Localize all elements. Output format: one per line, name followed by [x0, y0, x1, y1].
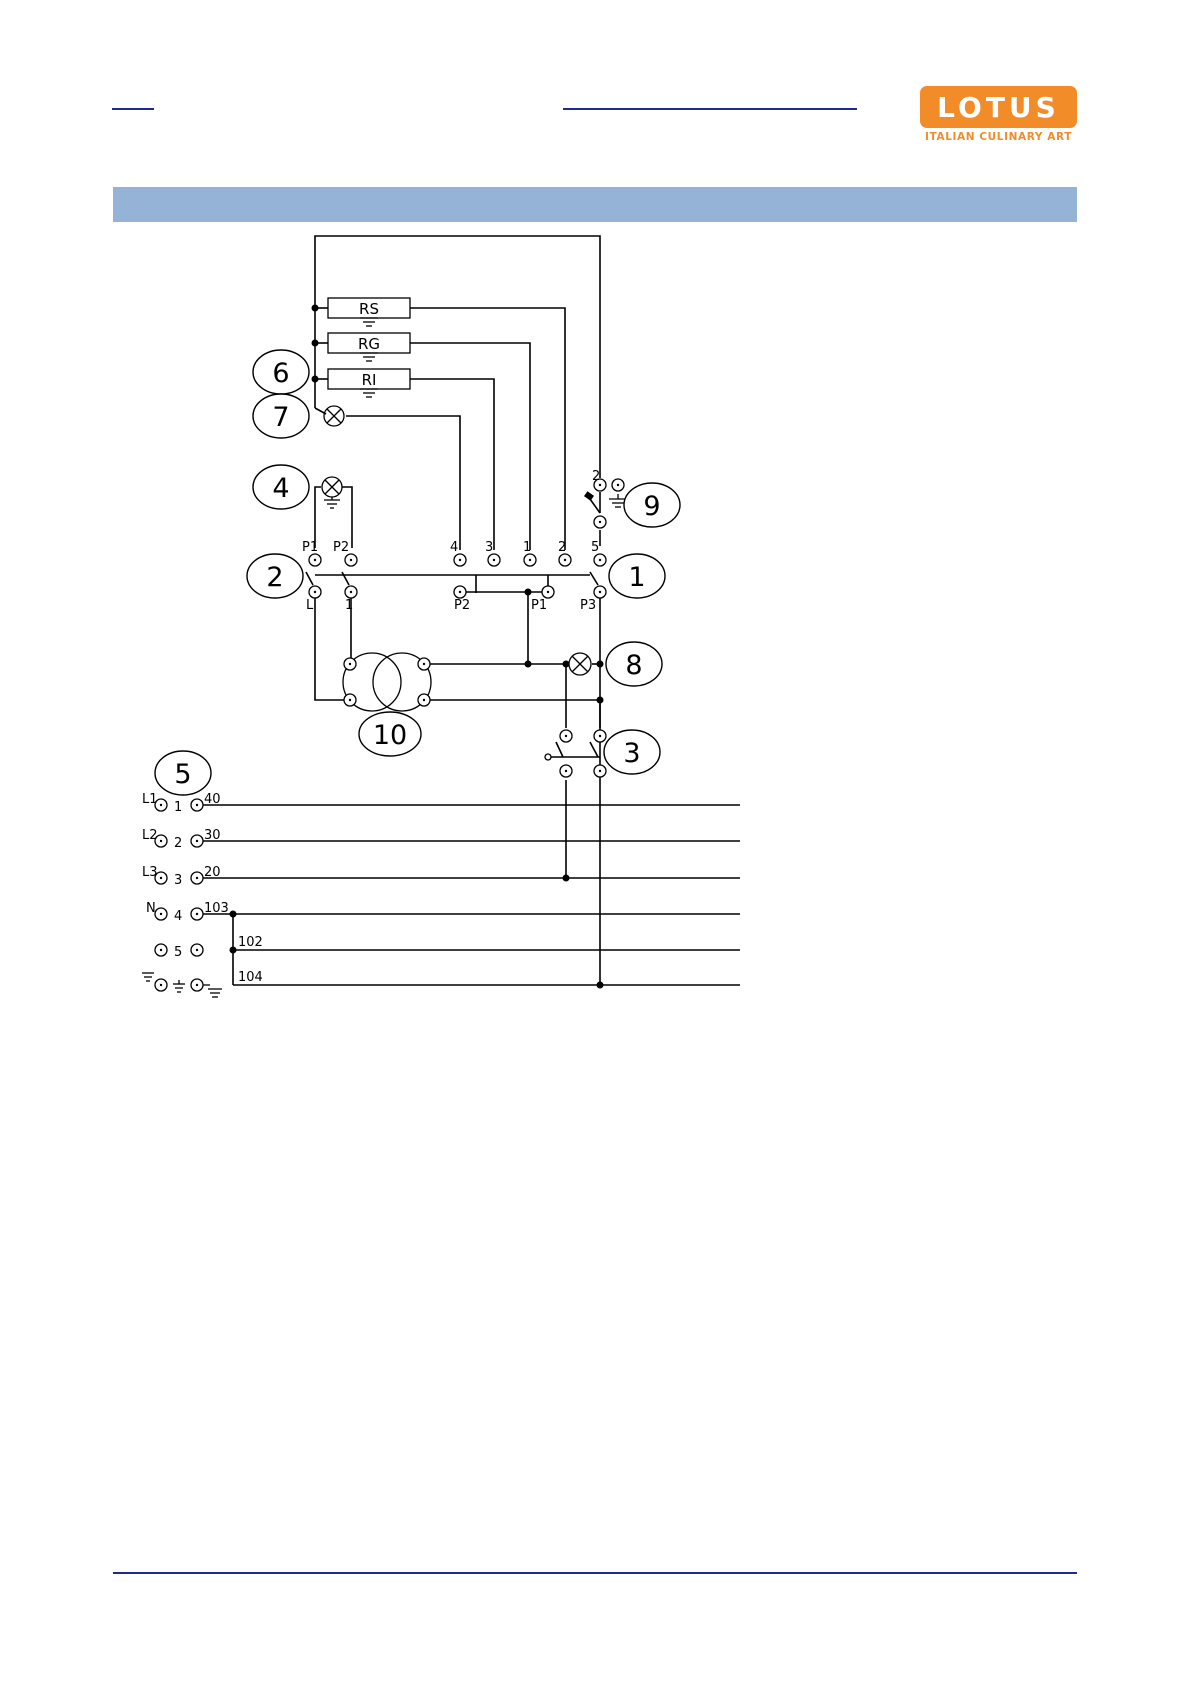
wire-label-30: 30 [204, 828, 221, 843]
line-label-l3: L3 [142, 865, 158, 880]
thermostat-label-2: 2 [592, 469, 600, 484]
resistor-rs: RS [328, 298, 410, 326]
wire-label-40: 40 [204, 792, 221, 807]
sw1-label-p1: P1 [531, 598, 547, 613]
footer-rule [113, 1572, 1077, 1574]
callout-label: 9 [643, 491, 660, 522]
line-label-n: N [146, 901, 156, 916]
lamp-7-icon [324, 406, 344, 426]
callout-7: 7 [253, 394, 309, 438]
sw2-label-l: L [306, 598, 314, 613]
sw2-label-p2: P2 [333, 540, 349, 555]
terminal-num-4: 4 [174, 909, 182, 924]
wires [203, 236, 740, 985]
callout-label: 3 [623, 738, 640, 769]
ground-icon [142, 973, 154, 981]
callout-1: 1 [609, 554, 665, 598]
callout-2: 2 [247, 554, 303, 598]
sw1-label-5: 5 [591, 540, 599, 555]
wire-label-104: 104 [238, 970, 263, 985]
ground-icon [360, 318, 378, 326]
sw1-label-1: 1 [523, 540, 531, 555]
wire-label-103: 103 [204, 901, 229, 916]
callout-label: 2 [266, 562, 283, 593]
ground-icon [360, 353, 378, 361]
callout-label: 5 [174, 759, 191, 790]
sw1-label-3: 3 [485, 540, 493, 555]
terminal-block-labels: L1 L2 L3 N 1 2 3 4 5 40 30 20 103 102 10… [142, 792, 263, 997]
sw1-label-p2: P2 [454, 598, 470, 613]
sw1-label-4: 4 [450, 540, 458, 555]
sw1-label-p3: P3 [580, 598, 596, 613]
callout-9: 9 [624, 483, 680, 527]
line-label-l1: L1 [142, 792, 158, 807]
callout-label: 1 [628, 562, 645, 593]
terminal-num-3: 3 [174, 873, 182, 888]
callout-4: 4 [253, 465, 309, 509]
resistor-rs-label: RS [359, 300, 379, 318]
callout-6: 6 [253, 350, 309, 394]
callout-label: 6 [272, 358, 289, 389]
resistor-rg: RG [328, 333, 410, 361]
callout-label: 4 [272, 473, 289, 504]
lamp-4-icon [322, 477, 342, 508]
resistor-ri-label: RI [362, 371, 377, 389]
wire-label-20: 20 [204, 865, 221, 880]
callout-label: 7 [272, 402, 289, 433]
resistor-ri: RI [328, 369, 410, 397]
terminal-num-2: 2 [174, 836, 182, 851]
callout-8: 8 [606, 642, 662, 686]
sw2-label-p1: P1 [302, 540, 318, 555]
wire-label-102: 102 [238, 935, 263, 950]
callout-10: 10 [359, 712, 421, 756]
sw1-label-2: 2 [558, 540, 566, 555]
callout-label: 8 [625, 650, 642, 681]
line-label-l2: L2 [142, 828, 158, 843]
terminal-num-1: 1 [174, 800, 182, 815]
callout-3: 3 [604, 730, 660, 774]
sw2-label-1: 1 [345, 598, 353, 613]
callout-5: 5 [155, 751, 211, 795]
ground-icon [360, 389, 378, 397]
terminal-num-5: 5 [174, 945, 182, 960]
thermostat-knob-icon [584, 491, 594, 501]
resistor-rg-label: RG [358, 335, 380, 353]
ground-icon [203, 985, 222, 997]
lamp-8-icon [569, 653, 591, 675]
callout-label: 10 [373, 720, 407, 751]
ground-icon [173, 980, 185, 992]
